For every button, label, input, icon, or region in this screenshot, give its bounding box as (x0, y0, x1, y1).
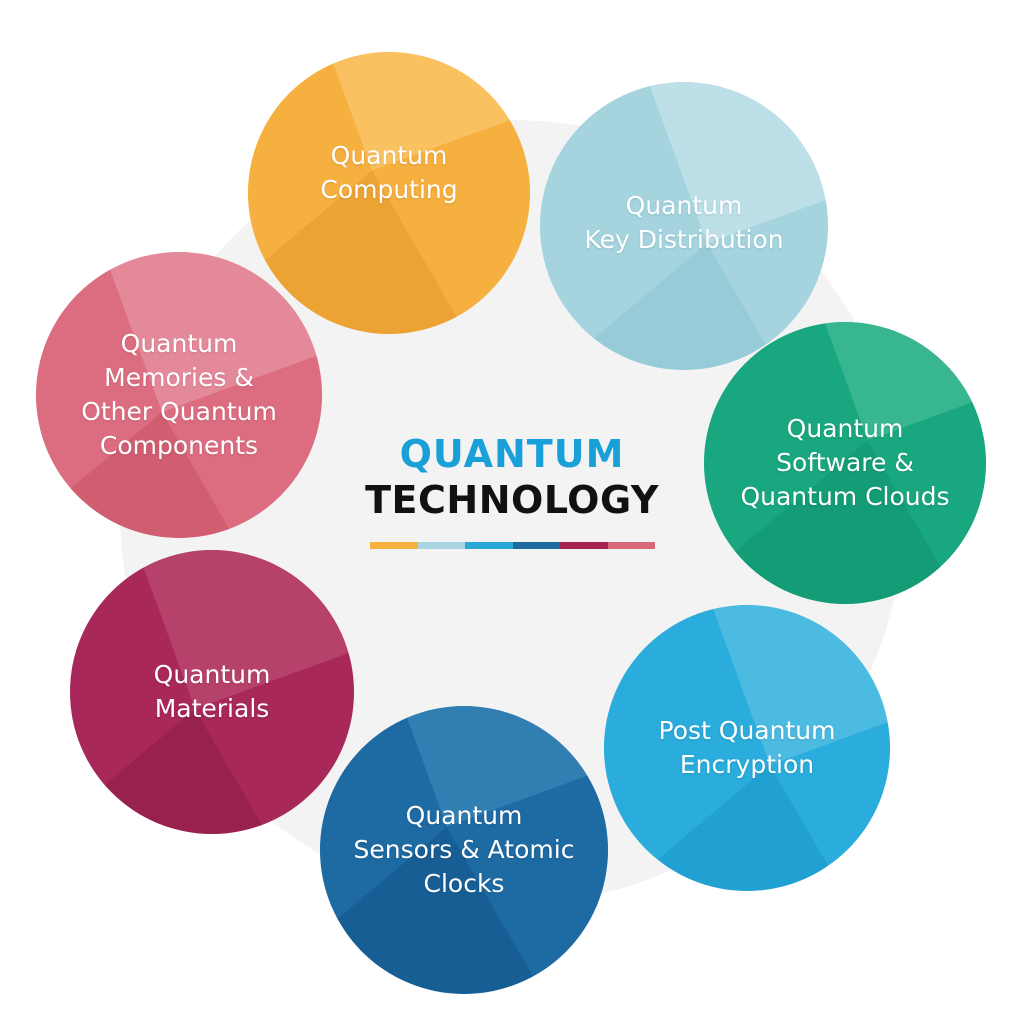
node-label-line: Key Distribution (584, 225, 784, 254)
node-label-line: Software & (776, 448, 914, 477)
node-facets (704, 322, 986, 604)
node-label-line: Components (99, 431, 259, 460)
center-title-quantum: QUANTUM (399, 432, 625, 476)
node-facet (867, 397, 986, 604)
node-facet (248, 52, 373, 275)
node-facets (604, 605, 890, 891)
node-facet (137, 550, 354, 710)
color-bar-segment (560, 542, 608, 549)
color-bar-segment (512, 542, 560, 549)
node-facet (36, 412, 235, 538)
node-facet (372, 112, 530, 334)
node-facet (619, 765, 843, 891)
node-label-line: Quantum (120, 329, 238, 358)
node-label-line: Computing (320, 175, 458, 204)
node-facets (36, 252, 322, 538)
node-facet (648, 82, 828, 244)
node-facet (70, 709, 268, 834)
node-facet (103, 252, 322, 413)
node-facet (36, 252, 162, 518)
node-label-line: Encryption (679, 750, 815, 779)
color-bar-segment (607, 542, 655, 549)
node-facet (704, 440, 962, 604)
node-label-line: Quantum (405, 801, 523, 830)
node-label-line: Other Quantum (81, 397, 277, 426)
center-title: QUANTUM TECHNOLOGY (332, 432, 692, 562)
node-facet (328, 52, 530, 171)
node-facet (402, 706, 608, 827)
node-label-line: Quantum (330, 141, 448, 170)
node-facet (446, 768, 608, 994)
node-label-line: Quantum (786, 414, 904, 443)
node-label-line: Sensors & Atomic (353, 835, 575, 864)
node-label-line: Quantum (625, 191, 743, 220)
node-facet (824, 322, 986, 441)
node-label-line: Quantum (153, 660, 271, 689)
center-title-technology: TECHNOLOGY (365, 478, 659, 522)
node-label-line: Clocks (423, 869, 505, 898)
node-facet (540, 82, 708, 370)
node-label-line: Post Quantum (658, 716, 836, 745)
node-facet (194, 651, 354, 834)
node-label-line: Materials (154, 694, 270, 723)
node-facet (604, 605, 770, 891)
node-facet (711, 605, 890, 766)
node-facet (320, 826, 544, 994)
color-bar-segment (417, 542, 465, 549)
node-facets (70, 550, 354, 834)
node-facet (161, 353, 322, 538)
node-label-line: Quantum Clouds (740, 482, 950, 511)
node-facet (70, 550, 195, 814)
node-facets (320, 706, 608, 994)
color-bar-segment (370, 542, 418, 549)
node-facet (704, 322, 868, 578)
color-bar-segment (465, 542, 513, 549)
node-facet (320, 706, 447, 934)
node-label-line: Memories & (104, 363, 254, 392)
center-color-bar (370, 542, 655, 549)
node-facet (769, 721, 890, 891)
